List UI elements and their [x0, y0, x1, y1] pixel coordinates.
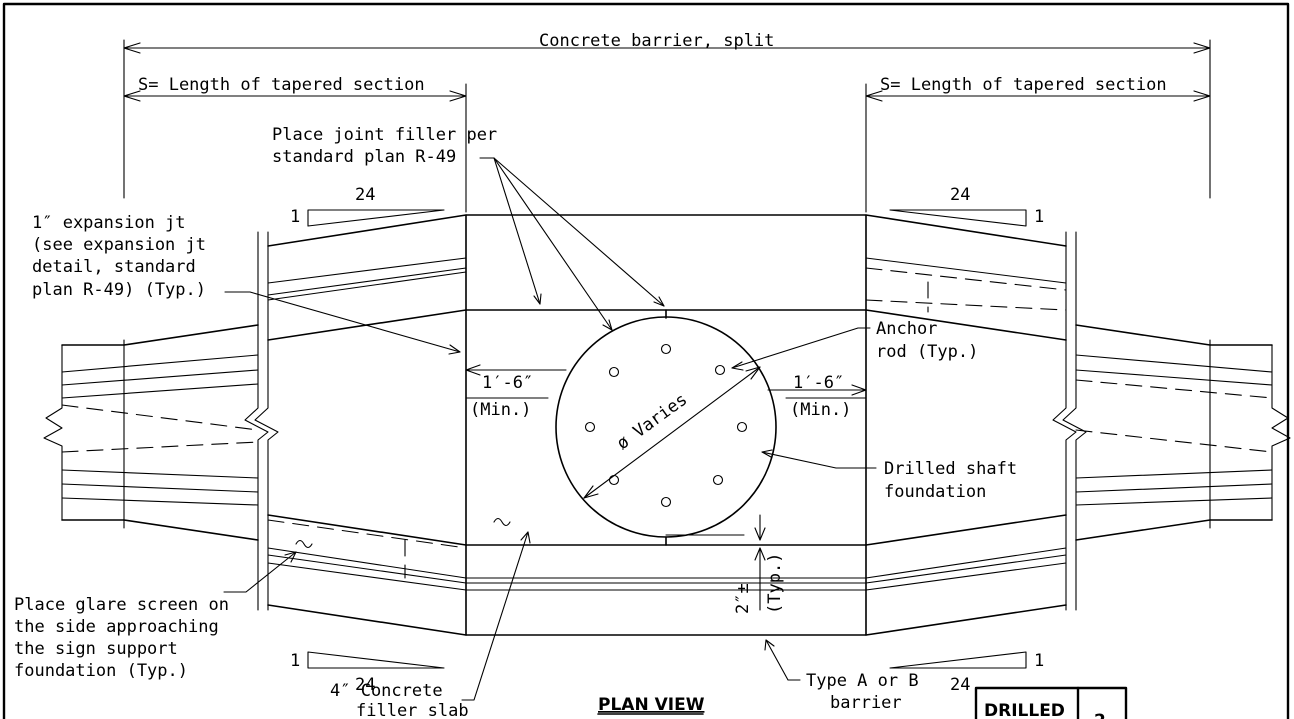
- expansion-joint-note-line4: plan R-49) (Typ.): [32, 280, 206, 300]
- glare-screen-note-line1: Place glare screen on: [14, 595, 229, 615]
- min-dimension-right: [767, 384, 867, 399]
- joint-filler-note-line2: standard plan R-49: [272, 147, 456, 167]
- concrete-symbol: [493, 517, 511, 527]
- left-tapered-section: [267, 214, 467, 636]
- min-clearance-right-dim: 1′-6″: [793, 373, 844, 393]
- drilled-shaft-foundation: [555, 316, 777, 538]
- tapered-length-left-label: S= Length of tapered section: [138, 75, 425, 95]
- joint-filler-note-line1: Place joint filler per: [272, 125, 497, 145]
- title-block-number: 2: [1094, 711, 1106, 719]
- taper-rise-label: 1: [1034, 651, 1044, 671]
- shaft-diameter-label: ø Varies: [613, 390, 691, 454]
- taper-run-label: 24: [950, 185, 970, 205]
- center-filler-slab: [465, 214, 867, 636]
- barrier-type-note-line1: Type A or B: [806, 671, 919, 691]
- barrier-split-label: Concrete barrier, split: [539, 31, 774, 51]
- right-tapered-section: [865, 214, 1067, 636]
- taper-triangle-bottom-right: 1 24: [889, 651, 1044, 695]
- glare-screen-symbol: [295, 539, 313, 549]
- title-block: DRILLED 2: [974, 686, 1128, 719]
- min-dimension-left: [465, 364, 567, 399]
- expansion-joint-note-line3: detail, standard: [32, 257, 196, 277]
- tapered-dimension-right: [865, 83, 1211, 213]
- slab-thickness-label: 2″±: [733, 583, 753, 614]
- left-approach-barrier: [43, 324, 259, 541]
- glare-screen-note-line3: the sign support: [14, 639, 178, 659]
- plan-view-title: PLAN VIEW: [598, 695, 705, 715]
- min-clearance-right-note: (Min.): [790, 400, 851, 420]
- slab-thickness-dimension: [665, 514, 766, 611]
- leader-lines: [223, 157, 877, 701]
- tapered-length-right-label: S= Length of tapered section: [880, 75, 1167, 95]
- filler-slab-note-line1: 4″ Concrete: [330, 681, 443, 701]
- barrier-type-note-line2: barrier: [830, 693, 902, 713]
- slab-thickness-typ: (Typ.): [765, 553, 785, 614]
- min-clearance-left-dim: 1′-6″: [482, 373, 533, 393]
- anchor-rod-note-line1: Anchor: [876, 319, 937, 339]
- drilled-shaft-note-line1: Drilled shaft: [884, 459, 1017, 479]
- glare-screen-note-line4: foundation (Typ.): [14, 661, 188, 681]
- glare-screen-note-line2: the side approaching: [14, 617, 219, 637]
- break-line-right: [1052, 231, 1087, 611]
- expansion-joint-note-line1: 1″ expansion jt: [32, 213, 186, 233]
- taper-triangle-top-left: 24 1: [290, 185, 445, 227]
- min-clearance-left-note: (Min.): [470, 400, 531, 420]
- taper-rise-label: 1: [1034, 207, 1044, 227]
- drilled-shaft-note-line2: foundation: [884, 482, 986, 502]
- right-approach-barrier: [1075, 324, 1291, 541]
- taper-triangle-top-right: 24 1: [889, 185, 1044, 227]
- taper-run-label: 24: [355, 675, 375, 695]
- taper-rise-label: 1: [290, 651, 300, 671]
- title-block-label: DRILLED: [984, 701, 1065, 719]
- taper-rise-label: 1: [290, 207, 300, 227]
- taper-triangle-bottom-left: 1 24: [290, 651, 445, 695]
- expansion-joint-note-line2: (see expansion jt: [32, 235, 206, 255]
- filler-slab-note-line2: filler slab: [356, 701, 469, 719]
- overall-dimension: [123, 39, 1211, 199]
- tapered-dimension-left: [123, 83, 467, 213]
- taper-run-label: 24: [355, 185, 375, 205]
- anchor-rod-note-line2: rod (Typ.): [876, 342, 978, 362]
- break-line-left: [244, 231, 279, 611]
- taper-run-label: 24: [950, 675, 970, 695]
